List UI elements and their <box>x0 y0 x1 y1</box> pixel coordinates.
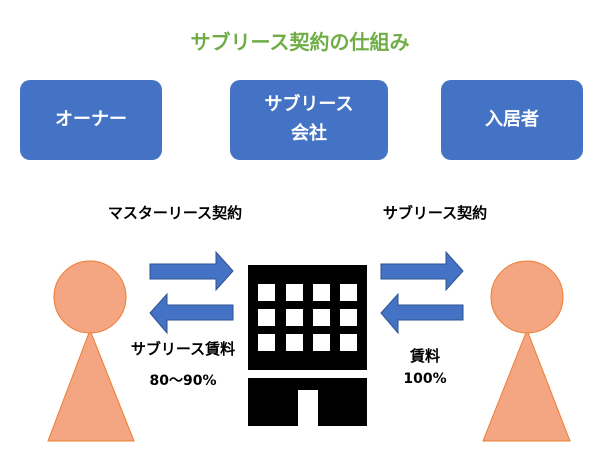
building-windows <box>258 284 357 426</box>
tenant-box: 入居者 <box>441 80 583 160</box>
sublease-company-label-2: 会社 <box>290 123 327 144</box>
owner-box: オーナー <box>20 80 162 160</box>
arrow-right-icon <box>149 250 234 292</box>
master-lease-label: マスターリース契約 <box>107 204 243 222</box>
rent-label: 賃料 <box>409 347 440 365</box>
arrow-left-icon <box>149 292 234 335</box>
tenant-label: 入居者 <box>485 108 539 130</box>
sublease-company-box: サブリース会社 <box>230 80 388 160</box>
diagram-title: サブリース契約の仕組み <box>190 30 410 54</box>
sublease-company-label-1: サブリース <box>264 94 354 116</box>
sublease-rent-percent: 80〜90% <box>149 373 217 389</box>
sublease-rent-label: サブリース賃料 <box>130 340 236 358</box>
arrow-left-icon <box>380 292 464 335</box>
arrow-right-icon <box>380 250 464 292</box>
sublease-contract-label: サブリース契約 <box>382 204 488 222</box>
rent-percent: 100% <box>403 371 447 387</box>
tenant-person-icon <box>482 260 571 442</box>
owner-label: オーナー <box>55 108 127 130</box>
owner-person-icon <box>47 260 135 442</box>
